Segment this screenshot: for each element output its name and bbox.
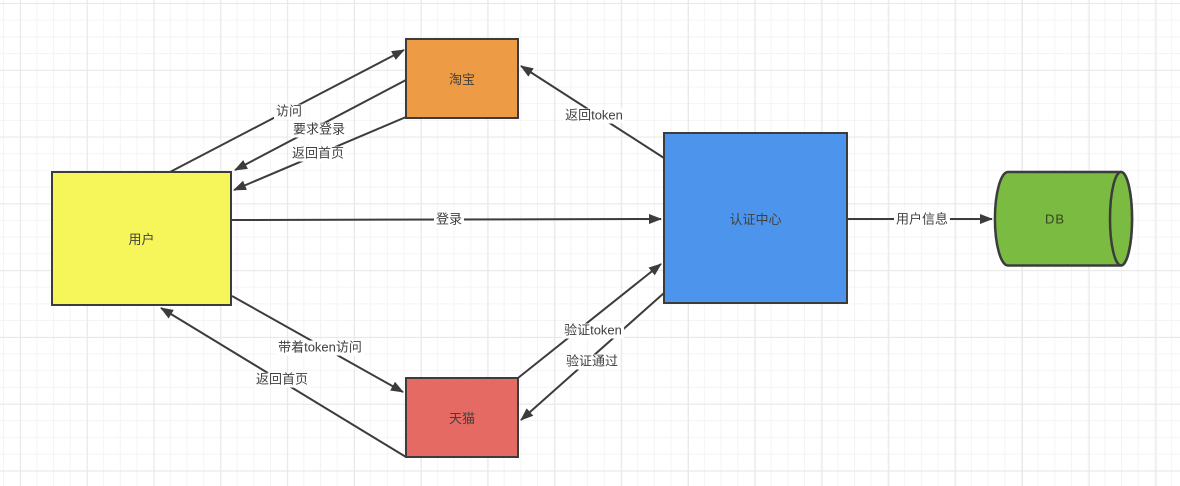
edge-label-verify-passed[interactable]: 验证通过 bbox=[563, 353, 621, 370]
edge-label-return-home-taobao[interactable]: 返回首页 bbox=[289, 145, 347, 162]
edge-label-return-token[interactable]: 返回token bbox=[563, 107, 625, 124]
node-taobao[interactable]: 淘宝 bbox=[405, 38, 519, 119]
edge-label-return-home-tmall[interactable]: 返回首页 bbox=[253, 371, 311, 388]
edge-label-visit[interactable]: 访问 bbox=[273, 103, 305, 120]
node-db-shape[interactable] bbox=[993, 170, 1134, 267]
edge-verify-token[interactable] bbox=[517, 263, 662, 379]
edge-label-visit-with-token[interactable]: 带着token访问 bbox=[276, 339, 364, 356]
node-user[interactable]: 用户 bbox=[51, 171, 232, 306]
edge-label-user-info[interactable]: 用户信息 bbox=[893, 211, 951, 228]
node-tmall[interactable]: 天猫 bbox=[405, 377, 519, 458]
edge-label-require-login[interactable]: 要求登录 bbox=[290, 121, 348, 138]
node-db-label: DB bbox=[1044, 211, 1066, 227]
node-auth-center[interactable]: 认证中心 bbox=[663, 132, 848, 304]
edge-label-verify-token[interactable]: 验证token bbox=[562, 322, 624, 339]
edge-label-login[interactable]: 登录 bbox=[433, 211, 465, 228]
